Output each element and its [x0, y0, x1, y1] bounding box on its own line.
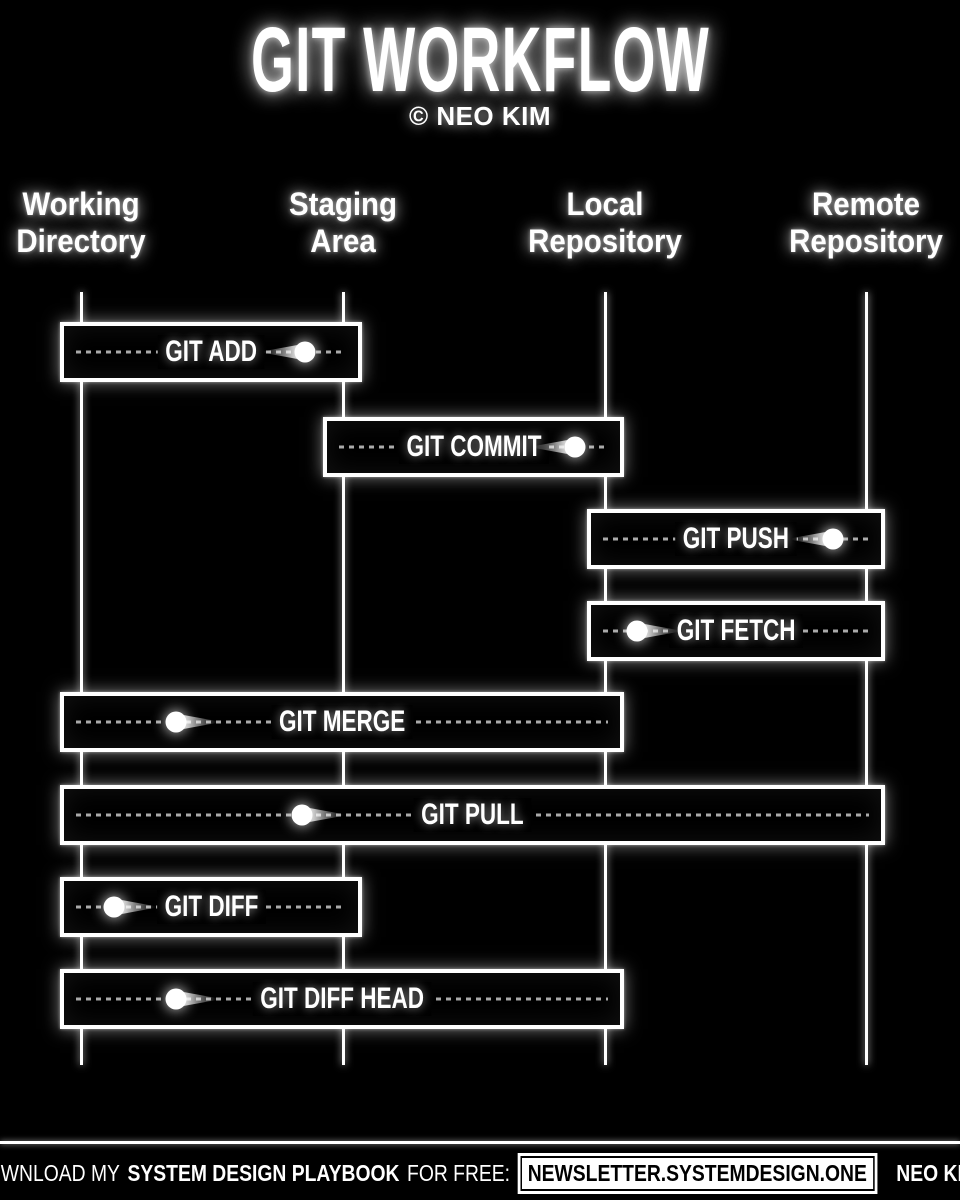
column-header-line: Repository [789, 223, 943, 260]
motion-ball [165, 988, 187, 1010]
footer-text-highlight: SYSTEM DESIGN PLAYBOOK [127, 1159, 400, 1186]
page-title: GIT WORKFLOW [250, 9, 710, 111]
command-label-git-fetch: GIT FETCH [669, 614, 803, 648]
footer: DOWNLOAD MY SYSTEM DESIGN PLAYBOOK FOR F… [0, 1146, 960, 1200]
command-label-git-pull: GIT PULL [413, 798, 532, 832]
motion-ball [103, 896, 125, 918]
footer-text-suffix: FOR FREE: [407, 1159, 511, 1186]
command-box-git-push: GIT PUSH [587, 509, 885, 569]
column-header-line: Staging [289, 186, 397, 222]
command-box-git-pull: GIT PULL [60, 785, 885, 845]
lifeline-staging-area [341, 292, 345, 1065]
motion-ball [165, 711, 187, 733]
motion-ball [291, 804, 313, 826]
command-box-git-add: GIT ADD [60, 322, 362, 382]
column-header-line: Local [566, 186, 644, 222]
command-box-git-diff: GIT DIFF [60, 877, 362, 937]
command-label-git-commit: GIT COMMIT [398, 430, 549, 464]
footer-text-prefix: DOWNLOAD MY [0, 1159, 120, 1186]
column-header-line: Area [310, 223, 376, 260]
motion-ball [294, 341, 316, 363]
lifeline-working-directory [79, 292, 83, 1065]
motion-ball [822, 528, 844, 550]
motion-ball [564, 436, 586, 458]
command-label-git-diff: GIT DIFF [156, 890, 266, 924]
column-header-line: Working [22, 186, 140, 222]
footer-divider [0, 1141, 960, 1144]
command-label-git-merge: GIT MERGE [271, 705, 413, 739]
command-label-git-diff-head: GIT DIFF HEAD [252, 982, 432, 1016]
column-header-line: Remote [812, 186, 920, 222]
command-box-git-merge: GIT MERGE [60, 692, 624, 752]
lifeline-local-repository [603, 292, 607, 1065]
title-block: GIT WORKFLOW [0, 14, 960, 106]
footer-author: NEO KIM [896, 1159, 960, 1186]
command-label-git-push: GIT PUSH [675, 522, 797, 556]
command-box-git-diff-head: GIT DIFF HEAD [60, 969, 624, 1029]
command-box-git-commit: GIT COMMIT [323, 417, 624, 477]
command-label-git-add: GIT ADD [157, 335, 265, 369]
column-header-line: Repository [528, 223, 682, 260]
column-header-line: Directory [16, 223, 146, 260]
copyright: © NEO KIM [408, 101, 552, 131]
lifeline-remote-repository [864, 292, 868, 1065]
command-box-git-fetch: GIT FETCH [587, 601, 885, 661]
motion-ball [626, 620, 648, 642]
newsletter-link-badge: NEWSLETTER.SYSTEMDESIGN.ONE [517, 1152, 877, 1194]
